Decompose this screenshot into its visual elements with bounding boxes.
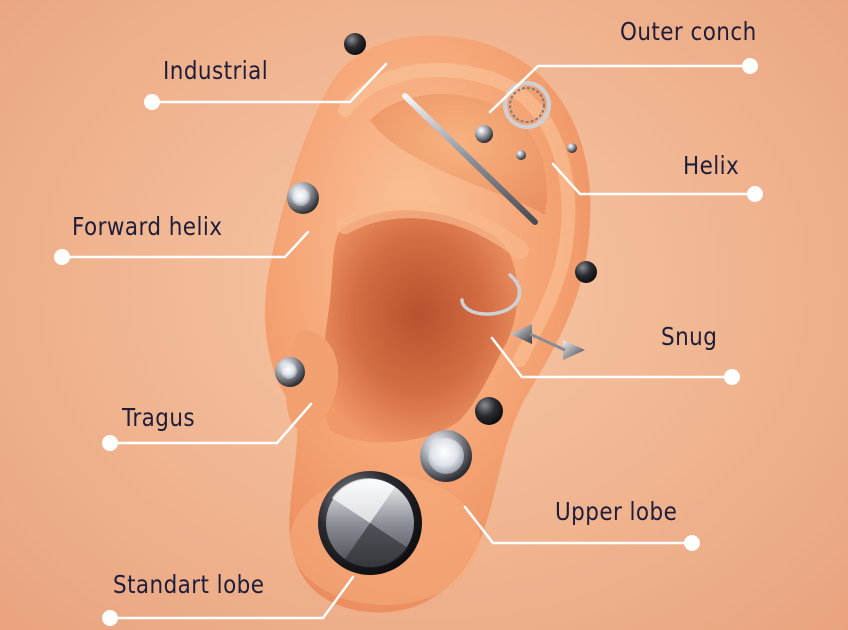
helix-stud-2: [516, 150, 526, 160]
spike-right: [563, 340, 585, 360]
dot-upper-lobe: [684, 535, 700, 551]
antihelix: [336, 200, 529, 259]
industrial-ball-bottom: [575, 261, 597, 283]
standart-lobe-plug-shine: [332, 478, 395, 523]
industrial-bar: [402, 93, 538, 225]
helix-rim: [338, 63, 576, 367]
forward-helix-gem: [292, 188, 310, 206]
leader-tragus: [108, 402, 313, 445]
label-industrial: Industrial: [163, 56, 269, 85]
leader-forward-helix: [60, 230, 310, 259]
spike-left: [510, 324, 532, 344]
leader-snug: [490, 336, 734, 379]
outer-conch-ring-inner: [509, 87, 545, 123]
label-standart-lobe: Standart lobe: [113, 570, 265, 599]
leader-upper-lobe: [463, 505, 694, 545]
standart-lobe-plug-shade: [345, 523, 408, 568]
leader-standart-lobe: [108, 575, 355, 620]
dot-forward-helix: [54, 249, 70, 265]
label-helix: Helix: [683, 151, 740, 180]
tragus-gem: [281, 363, 297, 379]
label-upper-lobe: Upper lobe: [555, 497, 678, 526]
helix-stud-1: [475, 125, 493, 143]
tragus-flap: [285, 330, 339, 431]
label-forward-helix: Forward helix: [72, 212, 223, 241]
label-snug: Snug: [661, 322, 718, 351]
dot-helix: [747, 186, 763, 202]
dot-outer-conch: [742, 58, 758, 74]
upper-lobe-gem: [428, 438, 464, 474]
leader-industrial: [150, 62, 388, 104]
upper-lobe-dark-stud: [475, 397, 503, 425]
dot-standart-lobe: [102, 610, 118, 626]
leader-outer-conch: [488, 64, 752, 114]
industrial-ball-top: [344, 33, 366, 55]
leader-helix: [551, 162, 757, 196]
dot-snug: [724, 369, 740, 385]
dot-tragus: [102, 435, 118, 451]
snug-ring: [460, 273, 522, 316]
dot-industrial: [144, 94, 160, 110]
label-tragus: Tragus: [122, 403, 196, 432]
helix-stud-3: [567, 143, 577, 153]
spike-bar: [529, 332, 566, 352]
label-outer-conch: Outer conch: [620, 17, 757, 46]
outer-conch-ring: [503, 81, 551, 129]
concha: [322, 210, 518, 443]
upper-fossa: [370, 93, 547, 215]
